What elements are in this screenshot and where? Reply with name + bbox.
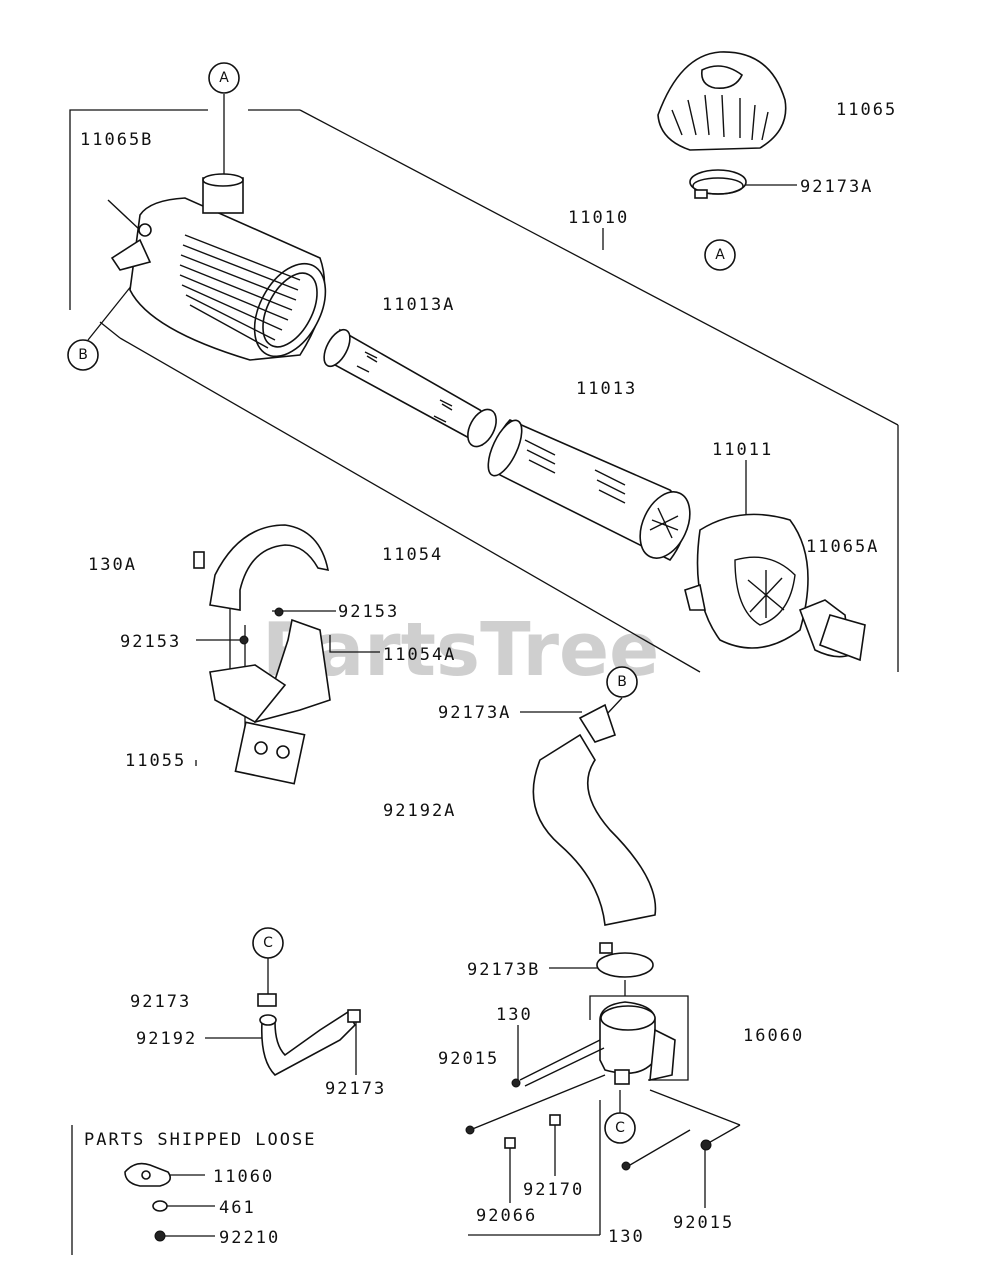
callout-b-mid: B [606,666,638,698]
part-label: 11055 [125,751,186,771]
callout-b-left: B [67,339,99,371]
part-label: 92192A [383,801,456,821]
parts-shipped-loose: PARTS SHIPPED LOOSE 11060 461 92210 [84,1130,316,1248]
callout-c-left: C [252,927,284,959]
part-label: 92173B [467,960,540,980]
part-label: 92066 [476,1206,537,1226]
svg-text:A: A [715,247,725,263]
part-label: 92173 [325,1079,386,1099]
callout-c-right: C [604,1112,636,1144]
svg-text:C: C [615,1120,625,1136]
svg-text:A: A [219,70,229,86]
part-label: 92173 [130,992,191,1012]
svg-text:B: B [78,347,88,363]
part-label: 92170 [523,1180,584,1200]
svg-text:C: C [263,935,273,951]
part-label: 11013A [382,295,455,315]
part-label: 92173A [800,177,873,197]
part-label: 92192 [136,1029,197,1049]
inner-filter-illustration [323,328,497,448]
part-label: 11054 [382,545,443,565]
part-label: 130 [608,1227,645,1247]
vacuum-hose-illustration [257,993,361,1076]
part-label: 130A [88,555,137,575]
watermark: PartsTree [262,607,659,693]
intake-hose-illustration [532,703,657,978]
part-label: 92153 [120,632,181,652]
loose-parts-illustration [124,1162,171,1242]
part-label: 11013 [576,379,637,399]
loose-part-label: 461 [219,1198,256,1218]
loose-parts-heading: PARTS SHIPPED LOOSE [84,1130,316,1150]
part-label: 92153 [338,602,399,622]
part-label: 92015 [438,1049,499,1069]
part-label: 11011 [712,440,773,460]
callout-a-right: A [704,239,736,271]
bracket-assembly-illustration [193,524,331,785]
svg-text:B: B [617,674,627,690]
part-label: 11010 [568,208,629,228]
loose-part-label: 11060 [213,1167,274,1187]
part-label: 11065A [806,537,879,557]
loose-part-label: 92210 [219,1228,280,1248]
part-label: 16060 [743,1026,804,1046]
air-cleaner-cover-illustration [684,513,866,662]
part-label: 92015 [673,1213,734,1233]
part-label: 11054A [383,645,456,665]
air-cleaner-body-illustration [107,173,327,361]
part-label: 130 [496,1005,533,1025]
outer-filter-illustration [487,419,691,562]
part-label: 11065 [836,100,897,120]
callout-a-top: A [208,62,240,94]
part-number-labels: 11065B 11065 92173A 11010 11013A 11013 1… [80,100,897,1247]
precleaner-cap-illustration [657,51,787,199]
valve-assembly-illustration [465,1001,712,1171]
part-label: 11065B [80,130,153,150]
part-label: 92173A [438,703,511,723]
